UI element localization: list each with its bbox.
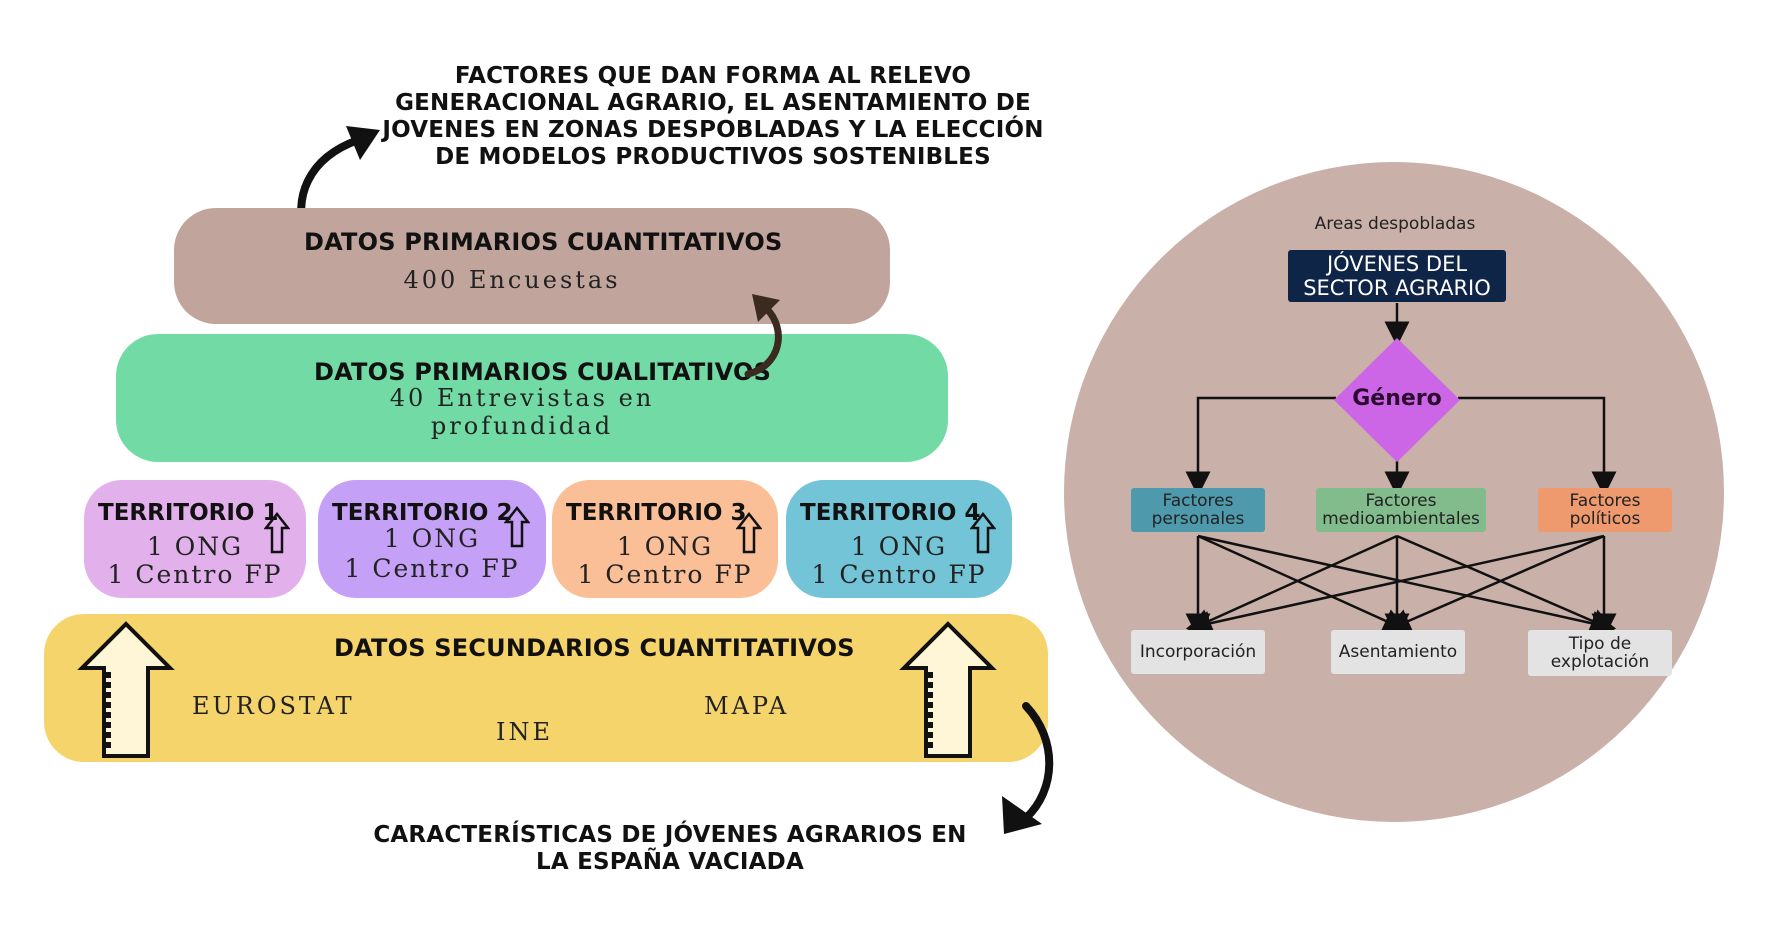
territory-3-up-arrow-icon — [736, 512, 762, 554]
outcome-farm-type-line2: explotación — [1550, 652, 1650, 672]
source-ine: INE — [496, 718, 553, 746]
source-eurostat: EUROSTAT — [192, 692, 355, 720]
territory-4-box: TERRITORIO 4 1 ONG 1 Centro FP — [786, 480, 1012, 598]
primary-qualitative-detail-line2: profundidad — [430, 412, 614, 440]
territory-1-up-arrow-icon — [264, 512, 290, 554]
secondary-quantitative-box: DATOS SECUNDARIOS CUANTITATIVOS EUROSTAT… — [44, 614, 1048, 762]
outcome-incorporation-node: Incorporación — [1131, 630, 1265, 674]
primary-qualitative-title: DATOS PRIMARIOS CUALITATIVOS — [314, 358, 772, 386]
factor-personal-node: Factores personales — [1131, 488, 1265, 532]
source-mapa: MAPA — [704, 692, 790, 720]
territory-2-line1: 1 ONG — [383, 524, 481, 553]
big-up-arrow-left-icon — [77, 621, 175, 758]
top-heading: FACTORES QUE DAN FORMA AL RELEVO GENERAC… — [382, 63, 1044, 170]
territory-1-title: TERRITORIO 1 — [98, 500, 279, 526]
territory-2-up-arrow-icon — [504, 506, 530, 548]
primary-qualitative-box: DATOS PRIMARIOS CUALITATIVOS 40 Entrevis… — [116, 334, 948, 462]
factor-environmental-line2: medioambientales — [1322, 509, 1480, 529]
curved-arrow-down-icon — [1002, 702, 1054, 834]
primary-quantitative-title: DATOS PRIMARIOS CUANTITATIVOS — [304, 228, 783, 256]
root-node: JÓVENES DEL SECTOR AGRARIO — [1288, 250, 1506, 302]
primary-quantitative-detail: 400 Encuestas — [403, 266, 621, 294]
territory-2-title: TERRITORIO 2 — [332, 500, 513, 526]
factor-environmental-line1: Factores — [1365, 491, 1437, 511]
territory-1-box: TERRITORIO 1 1 ONG 1 Centro FP — [84, 480, 306, 598]
outcome-farm-type-node: Tipo de explotación — [1528, 630, 1672, 676]
factor-political-line2: políticos — [1569, 509, 1641, 529]
outcome-settlement-node: Asentamiento — [1331, 630, 1465, 674]
territory-3-line2: 1 Centro FP — [577, 560, 753, 589]
curved-arrow-small-icon — [744, 294, 782, 378]
area-label: Areas despobladas — [1314, 214, 1476, 234]
territory-4-line2: 1 Centro FP — [811, 560, 987, 589]
big-up-arrow-right-icon — [899, 621, 997, 758]
factor-environmental-node: Factores medioambientales — [1316, 488, 1486, 532]
territory-1-line1: 1 ONG — [146, 532, 244, 561]
flowchart-connectors — [1185, 303, 1617, 639]
factor-political-node: Factores políticos — [1538, 488, 1672, 532]
outcome-farm-type-line1: Tipo de — [1568, 634, 1632, 654]
factor-political-line1: Factores — [1569, 491, 1641, 511]
territory-3-line1: 1 ONG — [616, 532, 714, 561]
primary-qualitative-detail-line1: 40 Entrevistas en — [389, 384, 655, 412]
factor-personal-line1: Factores — [1162, 491, 1234, 511]
gender-diamond — [1334, 338, 1460, 462]
territory-4-line1: 1 ONG — [850, 532, 948, 561]
decision-label: Género — [1352, 386, 1442, 411]
bottom-heading: CARACTERÍSTICAS DE JÓVENES AGRARIOS EN L… — [373, 822, 967, 875]
root-node-line1: JÓVENES DEL — [1326, 252, 1468, 276]
outcome-settlement-label: Asentamiento — [1338, 642, 1458, 662]
territory-4-up-arrow-icon — [970, 512, 996, 554]
factor-personal-line2: personales — [1151, 509, 1245, 529]
territory-4-title: TERRITORIO 4 — [800, 500, 981, 526]
territory-1-line2: 1 Centro FP — [107, 560, 283, 589]
territory-2-line2: 1 Centro FP — [344, 554, 520, 583]
primary-quantitative-box: DATOS PRIMARIOS CUANTITATIVOS 400 Encues… — [174, 208, 890, 324]
territory-3-title: TERRITORIO 3 — [566, 500, 747, 526]
root-node-line2: SECTOR AGRARIO — [1303, 276, 1491, 300]
territory-3-box: TERRITORIO 3 1 ONG 1 Centro FP — [552, 480, 778, 598]
outcome-incorporation-label: Incorporación — [1139, 642, 1257, 662]
secondary-quantitative-title: DATOS SECUNDARIOS CUANTITATIVOS — [334, 634, 855, 662]
territory-2-box: TERRITORIO 2 1 ONG 1 Centro FP — [318, 480, 546, 598]
